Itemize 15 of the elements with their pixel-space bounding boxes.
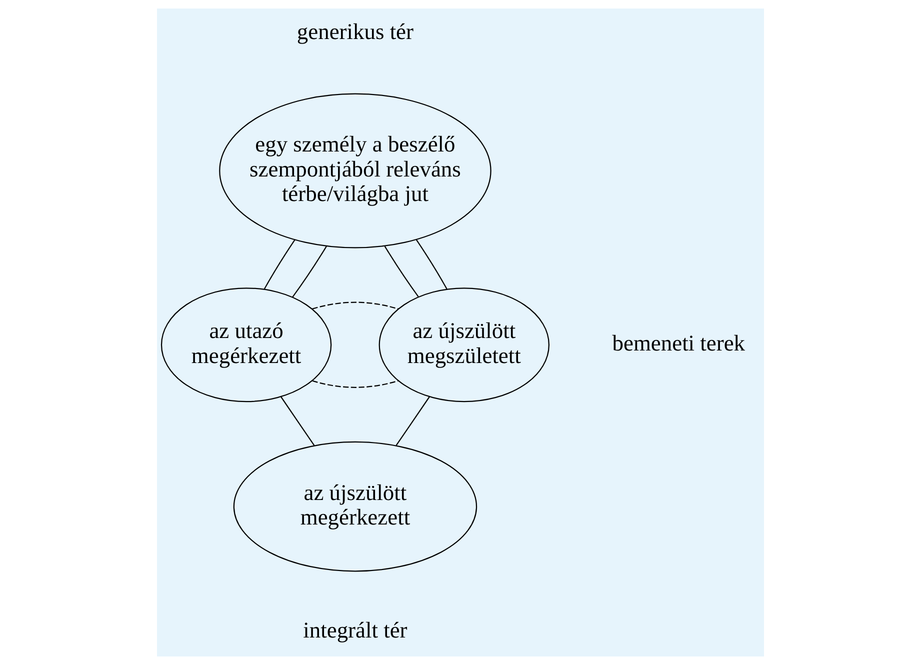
connector: [416, 240, 448, 290]
connector: [312, 380, 398, 388]
node-ellipse: egy személy a beszélő szempontjából releváns térbe/világba jut: [219, 93, 492, 248]
connector: [396, 396, 430, 446]
node-label: generikus tér: [296, 18, 414, 44]
connector: [292, 246, 327, 298]
connector: [312, 302, 398, 310]
node-ellipse: az utazó megérkezett: [160, 288, 332, 402]
node-ellipse: az újszülött megszületett: [378, 288, 550, 402]
node-label: integrált tér: [303, 617, 408, 642]
connector: [280, 396, 315, 446]
node-ellipse: az újszülött megérkezett: [233, 441, 478, 572]
label: bemeneti terek: [612, 330, 746, 356]
connector: [384, 246, 419, 297]
connector: [264, 240, 296, 290]
